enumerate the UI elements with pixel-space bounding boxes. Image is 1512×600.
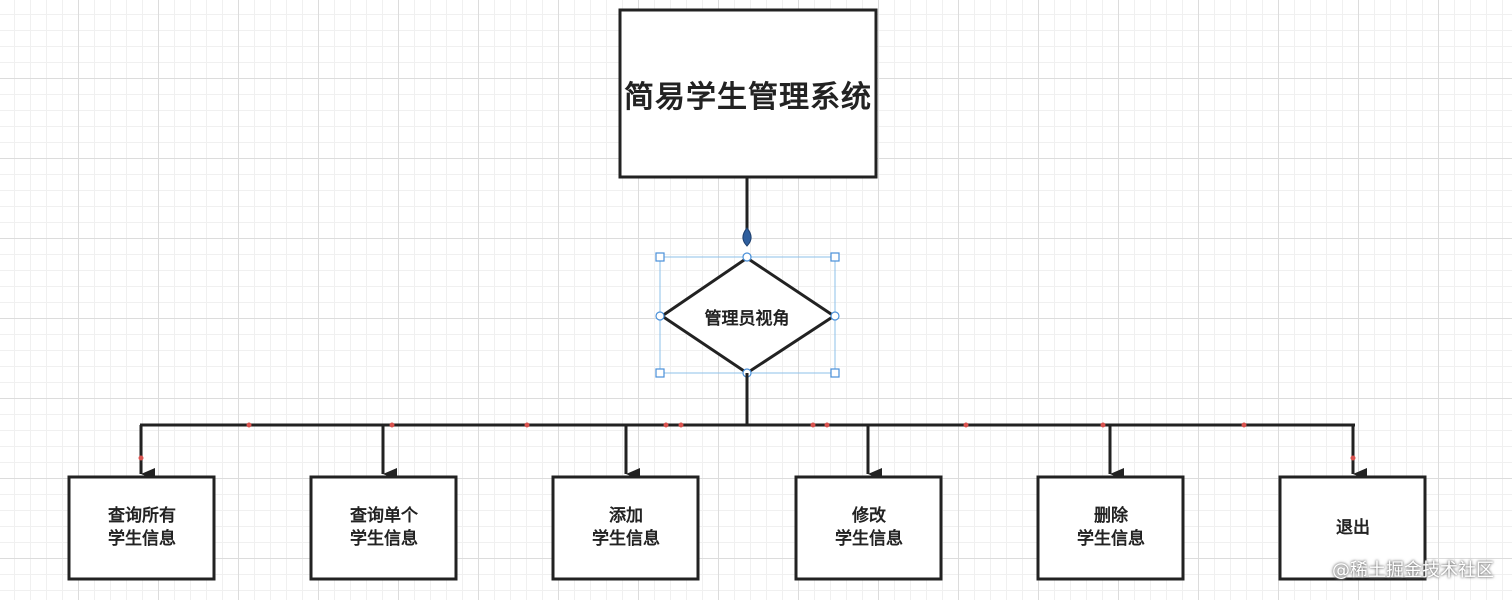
connection-points [138,422,1356,461]
connector-end-handle[interactable] [742,227,752,247]
connection-point [524,422,530,428]
function-label-query-one: 查询单个 学生信息 [350,506,418,549]
connection-point [1241,422,1247,428]
connection-point [389,422,395,428]
function-label-add: 添加 学生信息 [592,506,660,549]
function-label-exit: 退出 [1336,517,1370,538]
resize-handle-top-right[interactable] [830,252,840,262]
resize-handle-bottom-left[interactable] [655,368,665,378]
function-label-delete: 删除 学生信息 [1077,506,1145,549]
role-label: 管理员视角 [704,308,790,329]
diagram-title: 简易学生管理系统 [624,79,872,115]
function-label-query-all: 查询所有 学生信息 [108,506,176,549]
function-box-4[interactable] [794,475,943,581]
connection-point [1100,422,1106,428]
function-box-1[interactable] [67,475,216,581]
connect-handle-right[interactable] [830,311,840,321]
watermark: @稀土掘金技术社区 [1332,560,1494,581]
function-box-3[interactable] [551,475,700,581]
title-box[interactable] [618,8,878,179]
connection-point [678,422,684,428]
connection-point [824,422,830,428]
connection-point [810,422,816,428]
function-label-modify: 修改 学生信息 [835,506,903,549]
resize-handle-bottom-right[interactable] [830,368,840,378]
connection-point [663,422,669,428]
resize-handle-top-left[interactable] [655,252,665,262]
function-box-2[interactable] [309,475,458,581]
function-box-5[interactable] [1036,475,1185,581]
connection-point [1350,455,1356,461]
connection-point [138,455,144,461]
connect-handle-left[interactable] [655,311,665,321]
connect-handle-top[interactable] [742,252,752,262]
connection-point [246,422,252,428]
connection-point [963,422,969,428]
function-box-6[interactable] [1278,475,1427,581]
